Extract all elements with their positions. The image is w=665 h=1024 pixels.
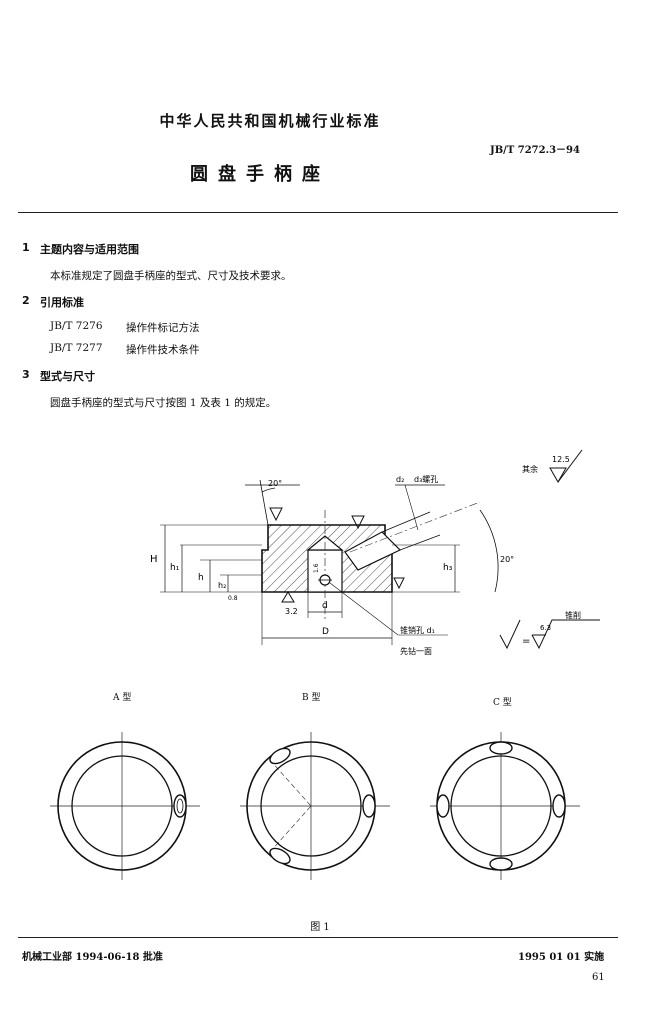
section-3-text: 圆盘手柄座的型式与尺寸按图 1 及表 1 的规定。 <box>50 397 277 409</box>
dim-h1: h₁ <box>170 563 180 573</box>
roughness-0-8-label: 0.8 <box>228 595 238 602</box>
angle-label-right: 20° <box>500 555 514 564</box>
section-1-text: 本标准规定了圆盘手柄座的型式、尺寸及技术要求。 <box>50 270 292 282</box>
org-title: 中华人民共和国机械行业标准 <box>159 112 381 130</box>
section-2-number: 2 <box>22 294 30 307</box>
cut-label: 锥削 <box>565 610 581 620</box>
ref-1-name: 操作件标记方法 <box>126 322 200 334</box>
section-3-title: 型式与尺寸 <box>40 370 95 383</box>
standard-number: JB/T 7272.3－94 <box>490 145 580 156</box>
dim-d: d <box>322 601 328 611</box>
dim-h3: h₃ <box>443 563 453 573</box>
figure-caption: 图 1 <box>310 922 330 933</box>
type-b-plan <box>240 732 390 880</box>
dim-D: D <box>322 627 329 637</box>
drill-first-label: 先钻一面 <box>400 646 432 656</box>
thread-hole-label: d₃螺孔 <box>414 474 438 484</box>
section-1-title: 主题内容与适用范围 <box>40 243 139 256</box>
section-3-number: 3 <box>22 368 30 381</box>
dim-h2: h₂ <box>218 581 226 590</box>
footer-rule <box>18 937 618 938</box>
section-1-number: 1 <box>22 241 30 254</box>
roughness-1-6-label: 1.6 <box>313 563 320 573</box>
equals-sign: = <box>522 636 530 647</box>
approval-text: 机械工业部 1994-06-18 批准 <box>22 952 163 963</box>
roughness-6-3-label: 6.3 <box>540 624 551 632</box>
type-a-label: A 型 <box>113 693 132 703</box>
type-c-label: C 型 <box>493 698 512 708</box>
dim-h: h <box>198 573 204 583</box>
page-number: 61 <box>592 972 605 983</box>
qiyu-label: 其余 <box>522 464 538 474</box>
type-c-plan <box>430 732 580 880</box>
type-b-label: B 型 <box>302 693 321 703</box>
ref-1-code: JB/T 7276 <box>50 320 103 332</box>
angle-label-top: 20° <box>268 479 282 488</box>
section-2-title: 引用标准 <box>40 296 84 309</box>
ref-2-code: JB/T 7277 <box>50 342 103 354</box>
section-drawing: 20° 3.2 H h₁ h h₂ h₃ 20° d₂ d₃螺孔 d D 锥销孔… <box>150 449 600 656</box>
implementation-text: 1995 01 01 实施 <box>518 952 605 963</box>
dim-d2: d₂ <box>396 475 404 484</box>
roughness-12-5-label: 12.5 <box>552 455 570 464</box>
pin-hole-label: 锥销孔 d₁ <box>400 625 435 635</box>
type-a-plan <box>50 732 200 880</box>
roughness-3-2-label: 3.2 <box>285 607 298 616</box>
header-rule <box>18 212 618 213</box>
document-title: 圆盘手柄座 <box>190 164 330 185</box>
ref-2-name: 操作件技术条件 <box>126 344 200 356</box>
plan-views <box>50 732 580 880</box>
dim-H: H <box>150 554 158 565</box>
